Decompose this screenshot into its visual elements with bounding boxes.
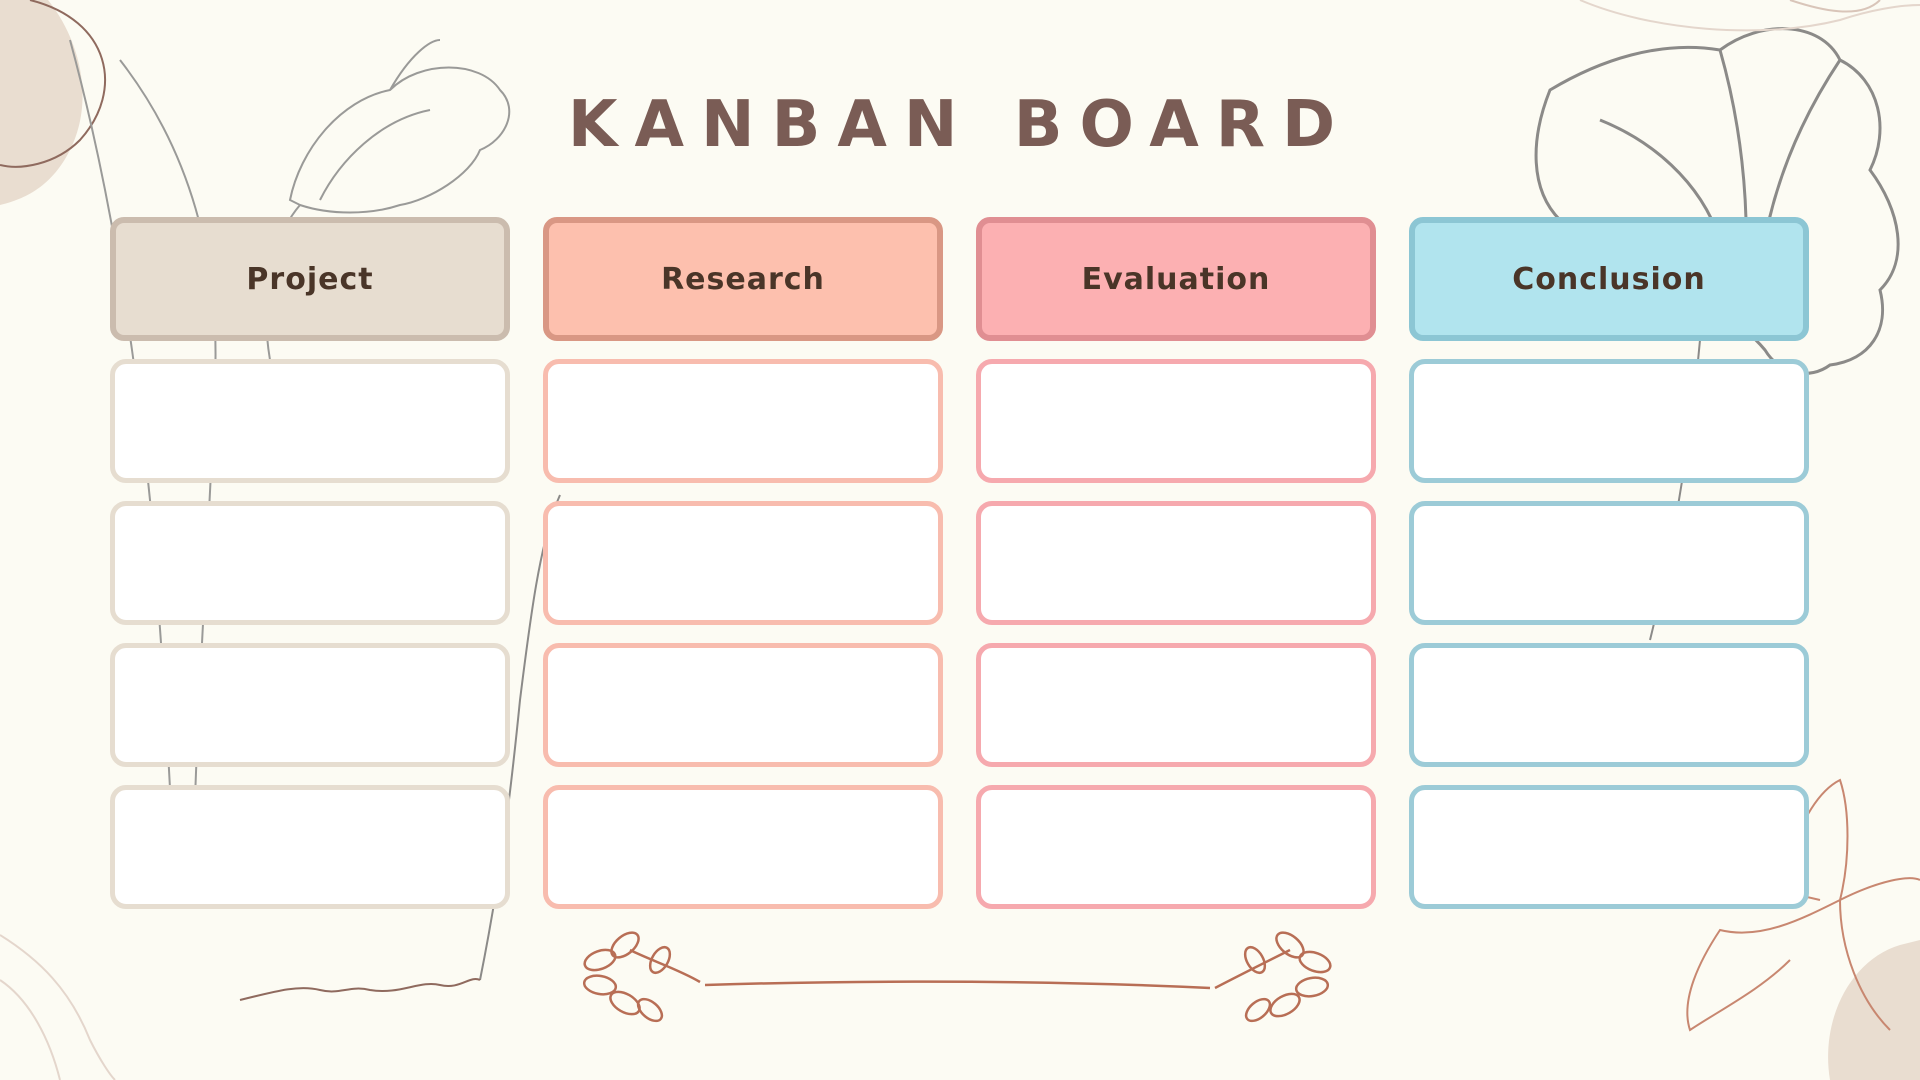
- column-project: Project: [110, 217, 510, 909]
- kanban-card[interactable]: [976, 643, 1376, 767]
- kanban-card[interactable]: [1409, 501, 1809, 625]
- kanban-card[interactable]: [1409, 785, 1809, 909]
- column-research: Research: [543, 217, 943, 909]
- kanban-card[interactable]: [976, 501, 1376, 625]
- column-header-research[interactable]: Research: [543, 217, 943, 341]
- bottom-right-blob: [1828, 940, 1920, 1080]
- ground-scribble: [239, 977, 481, 1001]
- top-right-thin-curve: [1579, 0, 1920, 32]
- board-title: KANBAN BOARD: [567, 88, 1353, 162]
- kanban-card[interactable]: [543, 785, 943, 909]
- column-label: Research: [661, 261, 825, 297]
- kanban-card[interactable]: [110, 643, 510, 767]
- column-label: Evaluation: [1081, 261, 1271, 297]
- column-conclusion: Conclusion: [1409, 217, 1809, 909]
- kanban-card[interactable]: [110, 785, 510, 909]
- column-evaluation: Evaluation: [976, 217, 1376, 909]
- column-header-project[interactable]: Project: [110, 217, 510, 341]
- kanban-card[interactable]: [1409, 643, 1809, 767]
- column-label: Conclusion: [1512, 261, 1706, 297]
- kanban-card[interactable]: [543, 501, 943, 625]
- kanban-card[interactable]: [543, 643, 943, 767]
- kanban-card[interactable]: [110, 359, 510, 483]
- kanban-card[interactable]: [976, 359, 1376, 483]
- bottom-left-wave: [0, 934, 116, 1080]
- column-label: Project: [246, 261, 374, 297]
- column-header-conclusion[interactable]: Conclusion: [1409, 217, 1809, 341]
- kanban-card[interactable]: [110, 501, 510, 625]
- kanban-card[interactable]: [543, 359, 943, 483]
- kanban-card[interactable]: [976, 785, 1376, 909]
- top-right-thin-curve-2: [1789, 0, 1881, 13]
- kanban-card[interactable]: [1409, 359, 1809, 483]
- bottom-left-wave-2: [0, 979, 61, 1080]
- laurel-divider: [582, 931, 1332, 1023]
- column-header-evaluation[interactable]: Evaluation: [976, 217, 1376, 341]
